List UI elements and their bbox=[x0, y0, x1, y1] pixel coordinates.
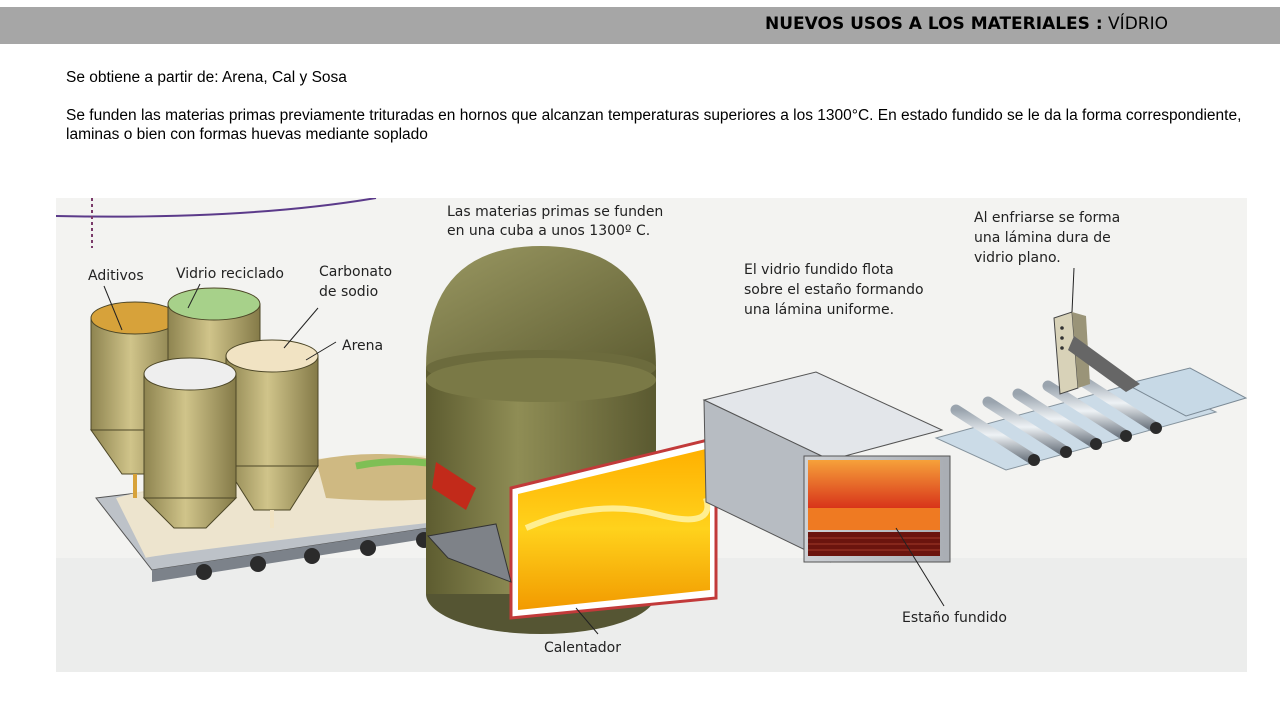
leader-lines bbox=[103, 267, 1075, 635]
label-carbonato-2: de sodio bbox=[319, 284, 378, 300]
label-estano: Estaño fundido bbox=[902, 610, 1007, 626]
furnace bbox=[426, 246, 718, 634]
intro-ingredients: Se obtiene a partir de: Arena, Cal y Sos… bbox=[66, 69, 347, 86]
slide-title-topic: VÍDRIO bbox=[1108, 14, 1168, 34]
label-enfriarse-1: Al enfriarse se forma bbox=[974, 210, 1120, 226]
label-enfriarse-2: una lámina dura de bbox=[974, 230, 1111, 246]
glass-ribbon-rollers bbox=[934, 311, 1247, 471]
silo-carbonato bbox=[225, 339, 319, 528]
label-materias-1: Las materias primas se funden bbox=[447, 204, 663, 220]
label-materias-2: en una cuba a unos 1300º C. bbox=[447, 223, 650, 239]
slide-title: NUEVOS USOS A LOS MATERIALES : VÍDRIO bbox=[765, 14, 1168, 34]
glass-process-diagram: Aditivos Vidrio reciclado Carbonato de s… bbox=[56, 198, 1247, 672]
silo-arena bbox=[142, 357, 238, 529]
intro-process: Se funden las materias primas previament… bbox=[66, 107, 1242, 143]
label-carbonato-1: Carbonato bbox=[319, 264, 392, 280]
tin-bath bbox=[702, 371, 951, 563]
label-flota-2: sobre el estaño formando bbox=[744, 282, 924, 298]
label-flota-3: una lámina uniforme. bbox=[744, 302, 894, 318]
glass-process-illustration: Aditivos Vidrio reciclado Carbonato de s… bbox=[56, 198, 1247, 672]
molten-glass bbox=[518, 448, 710, 610]
raw-material-silos bbox=[90, 287, 319, 529]
rollers bbox=[950, 372, 1162, 466]
intro-text: Se obtiene a partir de: Arena, Cal y Sos… bbox=[66, 68, 1246, 144]
diagram-labels: Aditivos Vidrio reciclado Carbonato de s… bbox=[88, 204, 1120, 656]
header-bar bbox=[0, 7, 1280, 44]
label-enfriarse-3: vidrio plano. bbox=[974, 250, 1061, 266]
slide-title-main: NUEVOS USOS A LOS MATERIALES : bbox=[765, 14, 1103, 34]
molten-glass-on-tin bbox=[808, 460, 940, 508]
glass-cutter bbox=[1053, 311, 1140, 395]
label-calentador: Calentador bbox=[544, 640, 621, 656]
label-flota-1: El vidrio fundido flota bbox=[744, 262, 894, 278]
label-vidrio-reciclado: Vidrio reciclado bbox=[176, 266, 284, 282]
label-arena: Arena bbox=[342, 338, 383, 354]
label-aditivos: Aditivos bbox=[88, 268, 144, 284]
